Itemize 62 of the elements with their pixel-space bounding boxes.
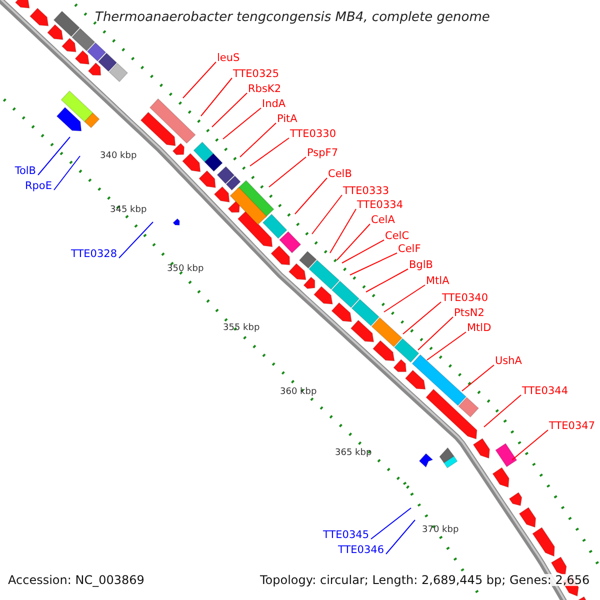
gene-label: IndA [262,98,286,110]
scale-label: 345 kbp [110,204,147,216]
leader-line [38,136,70,176]
scale-label: 340 kbp [100,150,137,162]
leader-line [370,508,412,540]
leader-line [342,240,384,264]
gene-label: TTE0330 [290,128,336,140]
gene-label: CelB [328,168,352,180]
gene-label: TTE0333 [343,185,389,197]
leader-line [462,364,494,392]
gene-label: RbsK2 [248,83,281,95]
leader-line [402,302,442,334]
gene-label: TTE0340 [442,292,488,304]
leader-line [118,222,154,258]
leader-line [512,430,548,460]
accession-text: Accession: NC_003869 [8,574,144,586]
gene-label: PtsN2 [454,307,484,319]
leader-line [312,194,342,234]
gene-label: TTE0328 [71,248,117,260]
gene-label: CelC [385,230,410,242]
gene-label: PitA [277,113,298,125]
scale-label: 355 kbp [223,322,260,334]
leader-line [336,224,370,260]
leader-line [386,520,416,554]
leader-line [294,178,328,214]
gene-label: TTE0344 [522,385,568,397]
gene-label: CelF [398,243,421,255]
leader-line [250,138,290,166]
leader-line [212,92,248,128]
leader-line [54,156,80,190]
gene-label: TolB [14,165,36,177]
gene-label: TTE0345 [323,529,369,541]
leader-line [366,268,408,292]
gene-label: RpoE [24,180,52,192]
gene-label: PspF7 [307,147,338,159]
gene-label: MtlD [467,322,492,334]
gene-label: BglB [409,259,433,271]
leader-line [384,284,426,312]
leader-line [426,332,466,360]
gene-label: TTE0334 [357,199,403,211]
genome-info-text: Topology: circular; Length: 2,689,445 bp; Genes: 2,656 [260,574,590,586]
leader-line [330,208,356,254]
leader-line [268,156,306,188]
gene-label: leuS [217,52,240,64]
leader-line [200,78,232,116]
gene-label: CelA [371,214,395,226]
leader-line [240,122,276,158]
leader-line [222,108,262,140]
scale-label: 350 kbp [167,263,204,275]
scale-label: 365 kbp [335,447,372,459]
leader-line [418,316,454,350]
gene-label: TTE0325 [233,68,279,80]
gene-label: UshA [495,355,522,367]
leader-line [484,394,522,428]
leader-line [350,252,398,276]
scale-label: 360 kbp [280,386,317,398]
gene-label: TTE0346 [338,544,384,556]
leader-line [182,62,216,98]
gene-label: TTE0347 [549,420,595,432]
scale-label: 370 kbp [422,524,459,536]
gene-label: MtlA [426,275,450,287]
title: Thermoanaerobacter tengcongensis MB4, complete genome [95,12,490,24]
